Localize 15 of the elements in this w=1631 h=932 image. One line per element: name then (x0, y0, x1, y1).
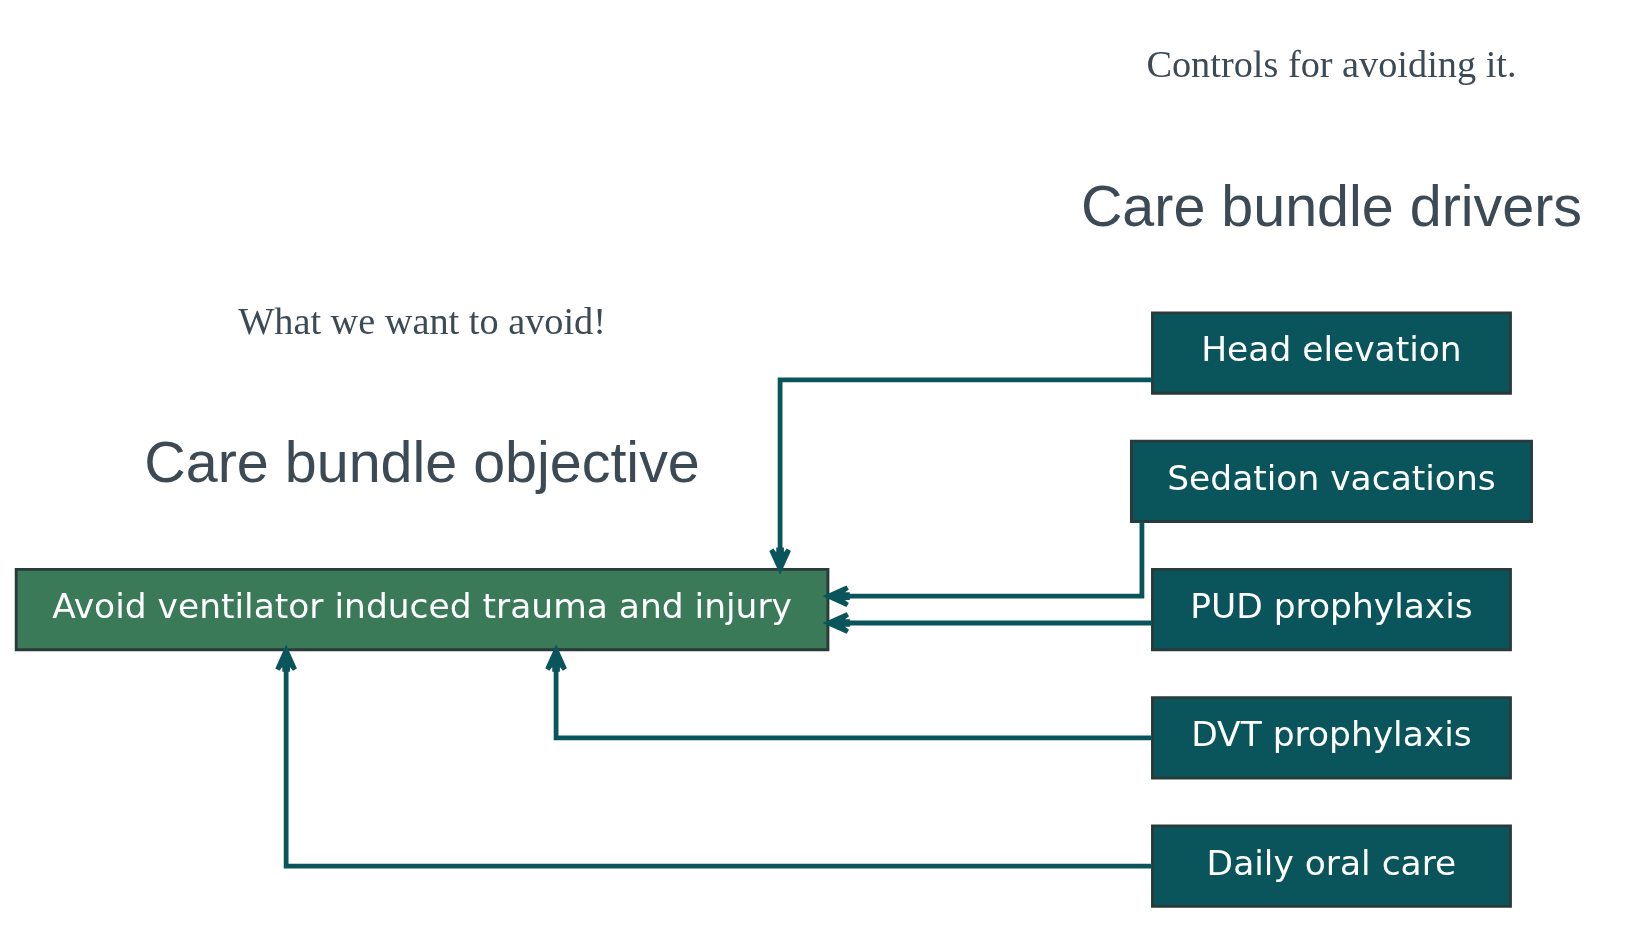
arrow (769, 377, 1153, 572)
arrow (826, 612, 1153, 634)
node-box: Sedation vacations (1129, 439, 1533, 523)
label: Controls for avoiding it. (1146, 43, 1517, 86)
label: Care bundle drivers (1080, 173, 1583, 238)
arrow (825, 522, 1145, 608)
node-box: Avoid ventilator induced trauma and injury (14, 567, 830, 652)
label: Care bundle objective (144, 430, 700, 495)
arrow (275, 647, 1153, 869)
node-box: PUD prophylaxis (1151, 567, 1512, 652)
node-box: DVT prophylaxis (1151, 696, 1512, 780)
node-box: Daily oral care (1151, 824, 1512, 908)
label: What we want to avoid! (238, 299, 606, 342)
node-box: Head elevation (1151, 311, 1512, 395)
arrow (545, 647, 1153, 741)
